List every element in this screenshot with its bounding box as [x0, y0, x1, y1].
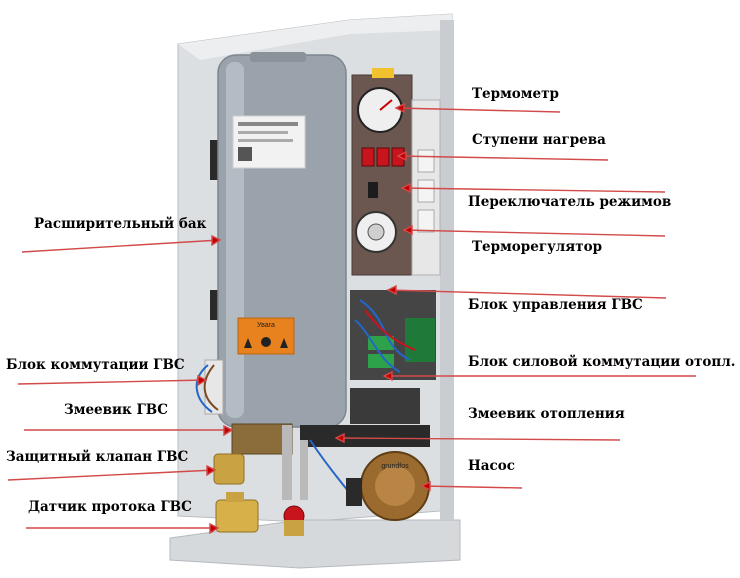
tank-sticker-line-3 [238, 139, 293, 142]
heating-coil-shell [350, 388, 420, 424]
thermostat-knob-center [367, 223, 385, 241]
pump-base [346, 478, 362, 506]
breaker-3 [417, 209, 435, 233]
warning-triangle-icon [244, 338, 252, 348]
label-pump: Насос [468, 458, 515, 474]
arrow-dhw-coil [223, 424, 234, 437]
leader-thermostat [403, 229, 666, 237]
label-heating-power-switching: Блок силовой коммутации отопл. [468, 354, 736, 370]
warning-plate [237, 317, 295, 355]
leader-mode-switch [401, 187, 666, 193]
label-thermometer: Термометр [472, 86, 559, 102]
leader-heating-stages [397, 155, 609, 161]
tank-sticker-line [238, 122, 298, 126]
label-dhw-switching-unit: Блок коммутации ГВС [6, 357, 185, 373]
expansion-tank-highlight [226, 62, 244, 418]
pump-face [375, 466, 415, 506]
arrow-expansion-tank [211, 234, 222, 247]
pipe-vertical-2 [300, 440, 308, 500]
leader-lines [7, 102, 696, 535]
warning-triangle-icon-2 [280, 338, 288, 348]
arrow-pump [420, 480, 431, 492]
label-mode-switch: Переключатель режимов [468, 194, 672, 210]
warning-label-yellow [372, 68, 394, 78]
heating-coil-housing [300, 425, 430, 447]
label-heating-coil: Змеевик отопления [468, 406, 625, 422]
leader-expansion-tank [21, 239, 221, 253]
breaker-1 [417, 149, 435, 173]
arrow-heating-coil [334, 432, 345, 444]
arrow-thermostat [402, 224, 413, 236]
leader-heating-coil [335, 437, 621, 441]
safety-valve-shape [213, 453, 245, 485]
tank-top-cap [250, 52, 306, 62]
arrow-power-switching [382, 370, 393, 382]
label-thermostat: Терморегулятор [472, 239, 603, 255]
wiring-left-blue [195, 364, 213, 413]
dhw-pcb [405, 318, 435, 362]
tank-qr [238, 147, 252, 161]
warning-plate-text: Увага [257, 322, 275, 329]
pipe-vertical-1 [282, 425, 292, 500]
leader-pump [421, 485, 523, 489]
leader-thermometer [395, 107, 561, 113]
mounting-panel-top [178, 14, 452, 60]
stage-switch-1 [361, 147, 375, 167]
arrow-safety-valve [206, 464, 217, 477]
thermometer-needle [379, 99, 393, 111]
arrow-mode-switch [400, 182, 411, 194]
arrow-dhw-switching [197, 374, 208, 387]
drain-fitting [284, 520, 304, 536]
label-dhw-coil: Змеевик ГВС [64, 402, 168, 418]
arrow-heating-stages [396, 150, 407, 162]
leader-dhw-switching [17, 379, 207, 385]
terminal-green-2 [368, 354, 394, 368]
leader-dhw-control [387, 289, 667, 299]
arrow-dhw-control [386, 284, 397, 296]
label-heating-stages: Ступени нагрева [472, 132, 606, 148]
label-expansion-tank: Расширительный бак [34, 216, 207, 232]
label-dhw-flow-sensor: Датчик протока ГВС [28, 499, 192, 515]
warning-hand-icon [261, 337, 271, 347]
label-dhw-safety-valve: Защитный клапан ГВС [6, 449, 189, 465]
wiring-red [364, 309, 416, 351]
tank-bracket-left-2 [210, 290, 220, 320]
stage-switch-2 [376, 147, 390, 167]
panel-side [440, 20, 454, 520]
breaker-2 [417, 179, 435, 203]
label-dhw-control-unit: Блок управления ГВС [468, 297, 643, 313]
tank-bracket-left [210, 140, 220, 180]
arrow-flow-sensor [209, 522, 220, 535]
mode-switch-shape [368, 182, 378, 198]
arrow-thermometer [394, 102, 405, 114]
flow-sensor-shape [215, 499, 259, 533]
wiring-blue-2 [354, 319, 401, 373]
pump-brand: grundfos [381, 463, 409, 470]
wiring-left-brown [203, 364, 219, 411]
flow-sensor-nut [226, 492, 244, 502]
leader-safety-valve [7, 469, 216, 481]
tank-sticker-line-2 [238, 131, 288, 134]
